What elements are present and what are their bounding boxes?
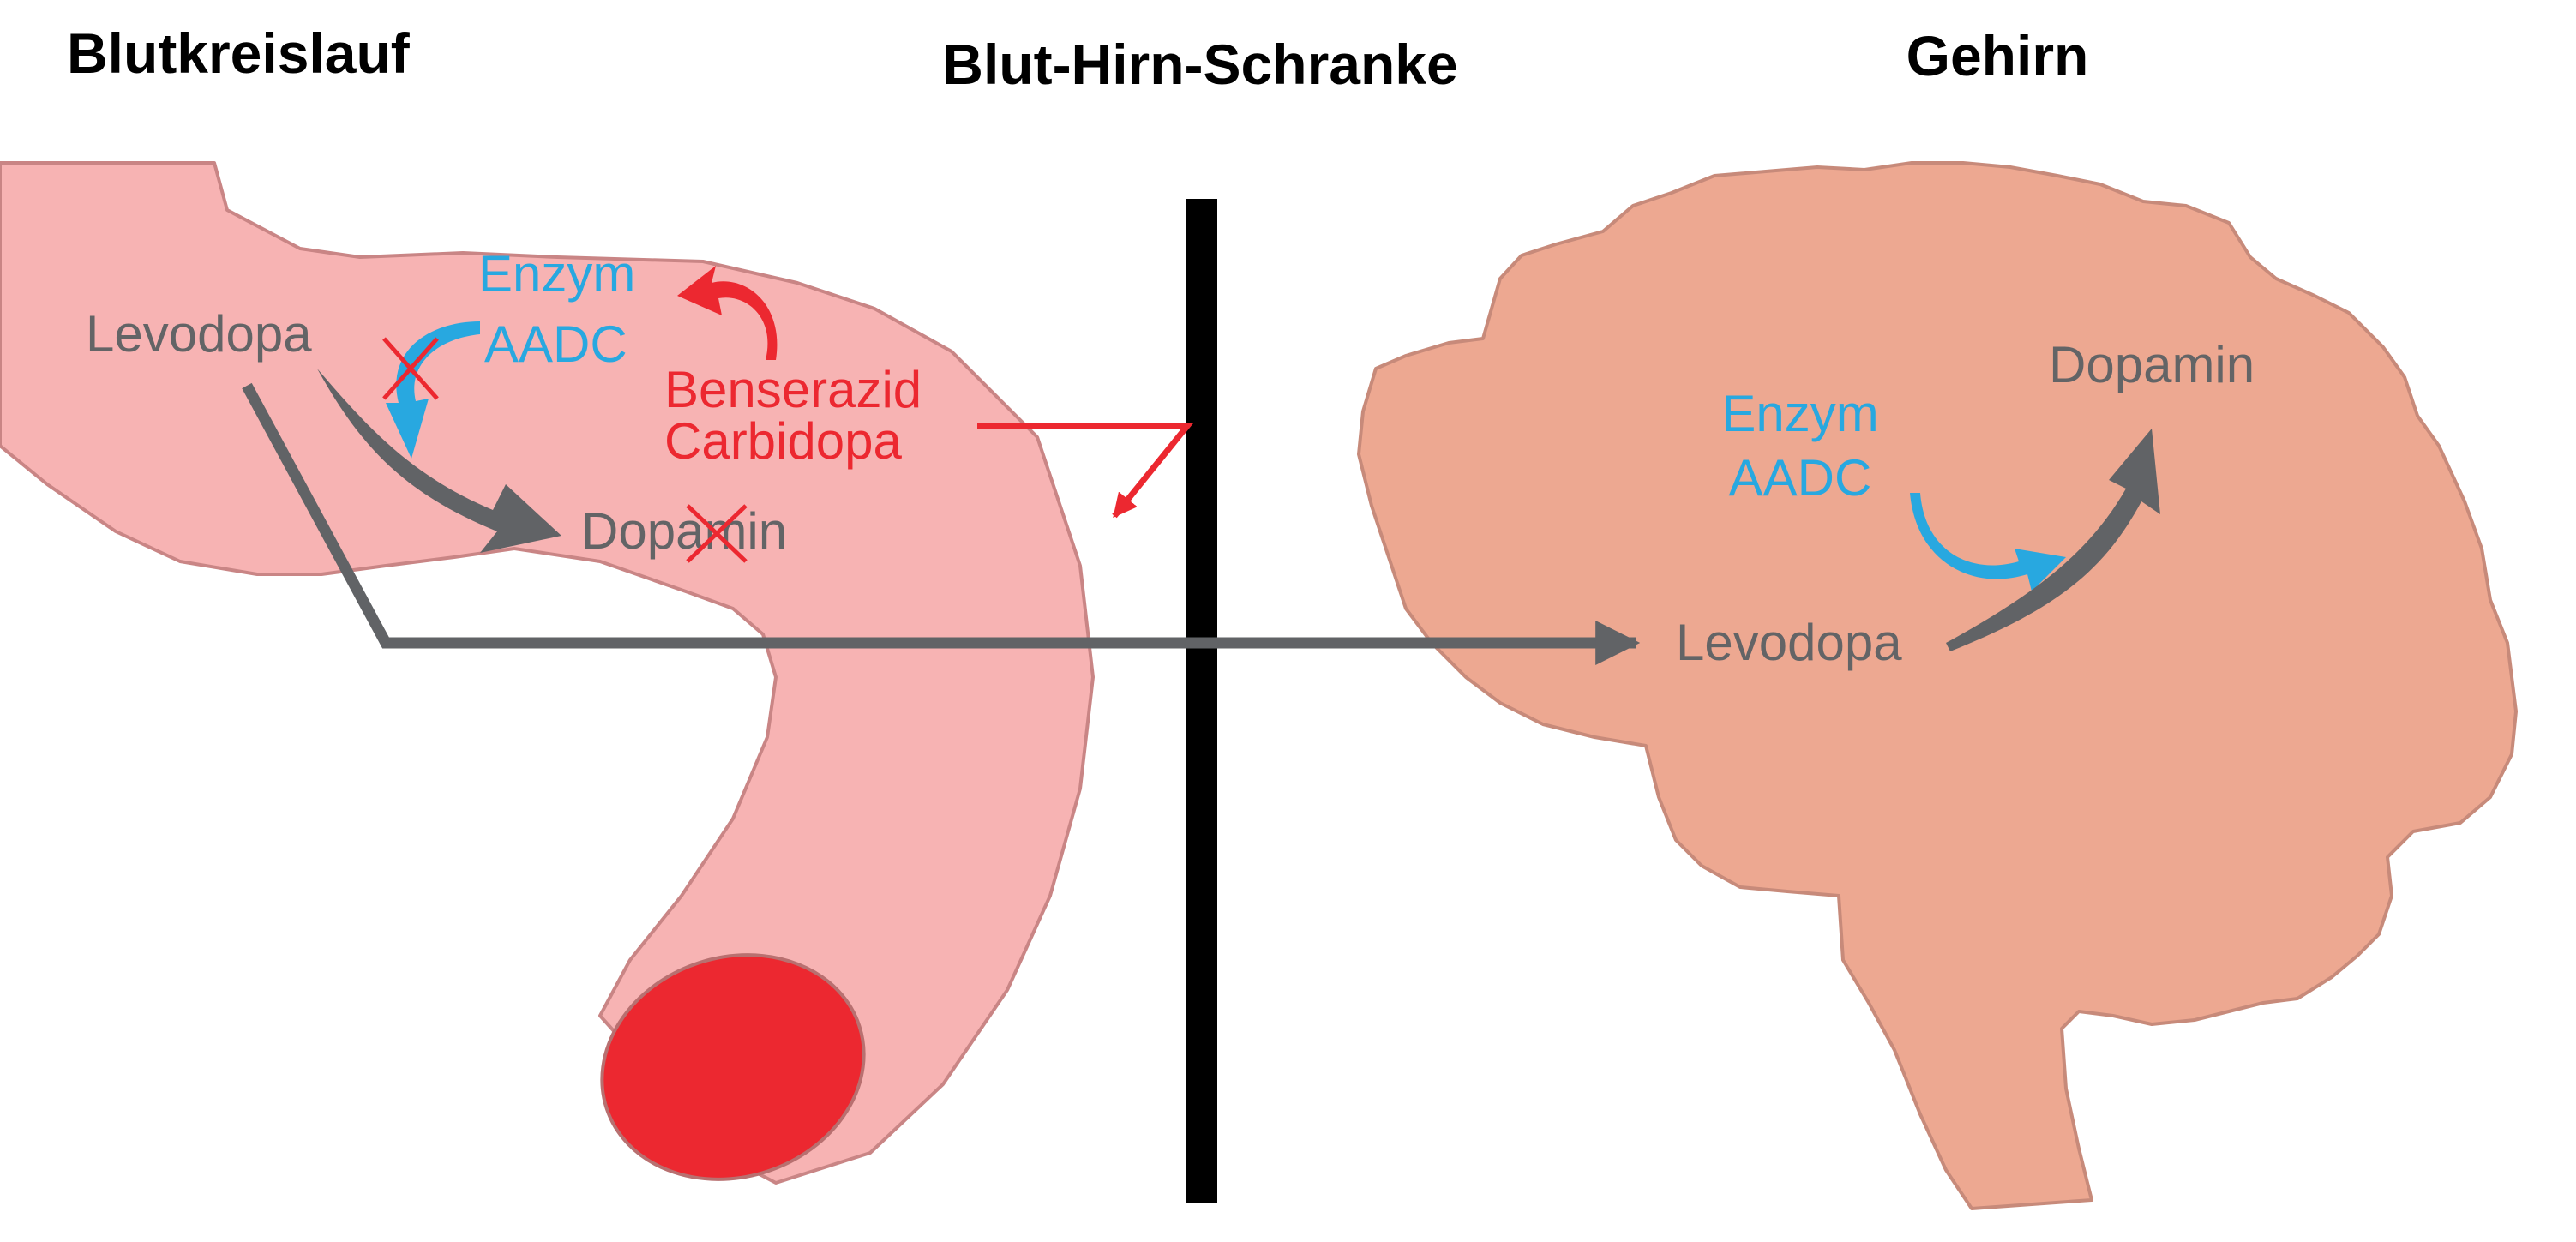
inhibitor-curve-arrow [677,266,778,360]
brain-dopamine-label: Dopamin [2049,336,2255,393]
heading-blutkreislauf: Blutkreislauf [67,21,411,85]
heading-blut-hirn-schranke: Blut-Hirn-Schranke [942,33,1457,96]
inhibitor-label-benserazid: Benserazid [664,361,922,418]
brain-shape [1357,161,2518,1210]
inhibitor-barrier-arrow [977,423,1194,519]
inhibitor-label-carbidopa: Carbidopa [664,412,902,470]
brain-levodopa-label: Levodopa [1676,614,1902,671]
blood-enzyme-abbrev: AADC [484,315,627,373]
enzyme-blocked-cross-icon [382,337,439,400]
brain-enzyme-label: Enzym [1721,385,1878,442]
blood-levodopa-label: Levodopa [86,305,312,363]
brain-enzyme-arrow [1910,493,2066,591]
blood-brain-barrier-line [1186,199,1217,1203]
levodopa-transport-arrow [242,382,1641,665]
brain-enzyme-abbrev: AADC [1729,449,1872,507]
vessel-lumen [600,953,866,1181]
dopamine-blocked-cross-icon [686,504,748,563]
blood-enzyme-label: Enzym [478,245,635,303]
blood-dopamine-label: Dopamin [581,502,787,560]
heading-gehirn: Gehirn [1906,24,2089,87]
brain-conversion-arrow [1946,429,2160,651]
blood-enzyme-arrow [386,321,480,459]
blood-conversion-arrow [317,369,561,553]
